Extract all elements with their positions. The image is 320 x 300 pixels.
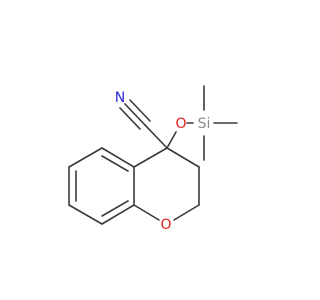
bond-c4a-c4 — [133, 147, 168, 168]
silicon-label: Si — [198, 116, 211, 132]
silyl-oxygen-label: O — [175, 116, 186, 132]
bond-c7-c8 — [101, 204, 135, 225]
bond-triple-2 — [119, 107, 141, 130]
bond-c2-o1 — [173, 204, 200, 221]
bond-double-c8a-c4a — [101, 155, 129, 172]
bond-double-c7-c8 — [101, 200, 129, 217]
tms-ether-group — [166, 85, 238, 161]
bond-triple-3 — [129, 99, 151, 122]
bond-c6-c7 — [68, 204, 103, 225]
structure-diagram: N O Si O — [68, 85, 238, 233]
pyran-ring — [133, 147, 200, 221]
ring-oxygen-label: O — [160, 217, 171, 233]
bond-triple-1 — [124, 103, 146, 126]
bond-c4-cn — [144, 124, 168, 149]
benzene-ring — [68, 147, 135, 225]
bond-c4-o — [166, 131, 177, 149]
bond-o1-c8a — [133, 204, 160, 221]
nitrogen-label: N — [115, 90, 125, 106]
bond-c8a-c4a — [101, 147, 135, 168]
bond-c4a-c5 — [68, 147, 103, 168]
nitrile-group — [119, 99, 168, 149]
bond-c4-c3 — [166, 147, 200, 168]
